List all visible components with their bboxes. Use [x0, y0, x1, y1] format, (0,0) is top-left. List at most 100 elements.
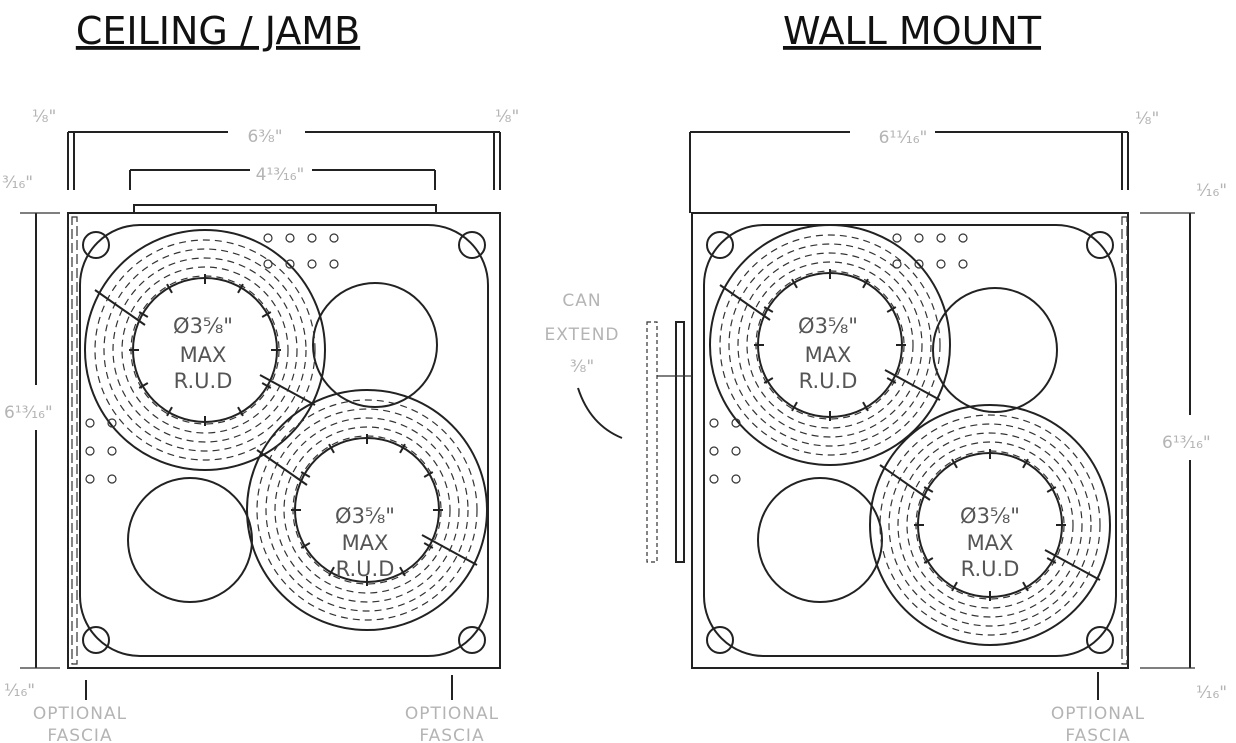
mount-hole [285, 233, 295, 243]
wall-ring-upper-rud: R.U.D [799, 369, 858, 393]
wall-fascia-line2: FASCIA [1065, 726, 1130, 743]
knockout-hole [757, 477, 883, 603]
conduit-ring-outer [246, 389, 488, 631]
mount-hole [709, 446, 719, 456]
leader-line [879, 464, 931, 501]
wall-ring-lower-max: MAX [967, 531, 1014, 555]
mount-hole [731, 418, 741, 428]
ring-notch [423, 542, 434, 549]
corner-hole [82, 231, 110, 259]
ring-notch [1022, 458, 1029, 469]
mount-hole [307, 233, 317, 243]
corner-hole [1086, 231, 1114, 259]
curved-arrow [577, 387, 623, 439]
drawing-geometry [20, 131, 1195, 700]
conduit-ring-knockout [94, 239, 316, 461]
corner-hole [82, 626, 110, 654]
leader-line [884, 369, 941, 401]
ring-notch [328, 566, 335, 577]
mount-hole [85, 418, 95, 428]
leader-line [1044, 549, 1101, 581]
wall-ring-upper-diameter: Ø3⁵⁄₈" [798, 314, 858, 338]
conduit-ring-outer [709, 224, 951, 466]
ring-notch [862, 401, 869, 412]
mount-hole [329, 259, 339, 269]
fascia-strip [1121, 216, 1128, 665]
mount-hole [731, 474, 741, 484]
title-wall-mount: WALL MOUNT [783, 9, 1042, 53]
conduit-ring-knockout [906, 441, 1074, 609]
ring-notch [951, 458, 958, 469]
title-ceiling-jamb: CEILING / JAMB [76, 9, 360, 53]
fascia-right-line1: OPTIONAL [405, 704, 499, 724]
wall-dim-height: 6¹³⁄₁₆" [1162, 433, 1211, 453]
mount-hole [85, 474, 95, 484]
dim-top-offset: ³⁄₁₆" [2, 173, 33, 193]
knockout-hole [312, 282, 438, 408]
ring-lower-diameter: Ø3⁵⁄₈" [335, 504, 395, 528]
conduit-ring-knockout [256, 399, 478, 621]
mount-hole [709, 418, 719, 428]
ring-notch [763, 306, 774, 313]
dim-left-gap: ¹⁄₈" [32, 107, 56, 127]
conduit-ring-outer [869, 404, 1111, 646]
mount-hole [914, 259, 924, 269]
fascia-left-line2: FASCIA [47, 726, 112, 743]
mount-hole [85, 446, 95, 456]
leader-line [719, 284, 771, 321]
extend-note-line1: CAN [562, 291, 601, 311]
wall-ring-lower-rud: R.U.D [961, 557, 1020, 581]
ring-notch [886, 306, 897, 313]
ring-notch [399, 566, 406, 577]
ring-notch [166, 406, 173, 417]
conduit-ring-knockout [719, 234, 941, 456]
mount-hole [263, 233, 273, 243]
ring-notch [261, 382, 272, 389]
housing-inner-outline [79, 224, 489, 657]
conduit-ring-knockout [746, 261, 914, 429]
ring-notch [791, 278, 798, 289]
ring-notch [138, 382, 149, 389]
fascia-left-line1: OPTIONAL [33, 704, 127, 724]
ring-notch [791, 401, 798, 412]
dim-height: 6¹³⁄₁₆" [4, 403, 53, 423]
housing-outline [691, 212, 1129, 669]
conduit-ring-knockout [879, 414, 1101, 636]
mount-hole [107, 418, 117, 428]
ring-notch [261, 311, 272, 318]
wall-dim-top-width: 6¹¹⁄₁₆" [879, 128, 928, 148]
corner-hole [458, 231, 486, 259]
mount-hole [936, 259, 946, 269]
ring-notch [951, 581, 958, 592]
mount-hole [892, 233, 902, 243]
wall-dim-right-gap: ¹⁄₈" [1135, 109, 1159, 129]
mounting-plate [133, 204, 437, 214]
corner-hole [706, 626, 734, 654]
conduit-ring-knockout [265, 408, 469, 612]
mount-hole [914, 233, 924, 243]
dim-right-gap: ¹⁄₈" [495, 107, 519, 127]
ring-notch [138, 311, 149, 318]
mount-hole [731, 446, 741, 456]
conduit-ring-knockout [728, 243, 932, 447]
leader-line [421, 534, 478, 566]
leader-line [256, 449, 308, 486]
wall-dim-top-offset: ¹⁄₁₆" [1196, 181, 1227, 201]
ring-lower-rud: R.U.D [336, 557, 395, 581]
leader-line [94, 289, 146, 326]
knockout-hole [932, 287, 1058, 413]
wall-fascia-line1: OPTIONAL [1051, 704, 1145, 724]
dim-plate-width: 4¹³⁄₁₆" [256, 165, 305, 185]
ring-notch [923, 557, 934, 564]
ring-notch [1022, 581, 1029, 592]
mount-hole [107, 474, 117, 484]
conduit-ring-knockout [737, 252, 923, 438]
ring-notch [399, 443, 406, 454]
ring-notch [923, 486, 934, 493]
conduit-ring-outer [84, 229, 326, 471]
ring-upper-rud: R.U.D [174, 369, 233, 393]
wall-ring-upper-max: MAX [805, 343, 852, 367]
ring-upper-max: MAX [180, 343, 227, 367]
ring-lower-max: MAX [342, 531, 389, 555]
